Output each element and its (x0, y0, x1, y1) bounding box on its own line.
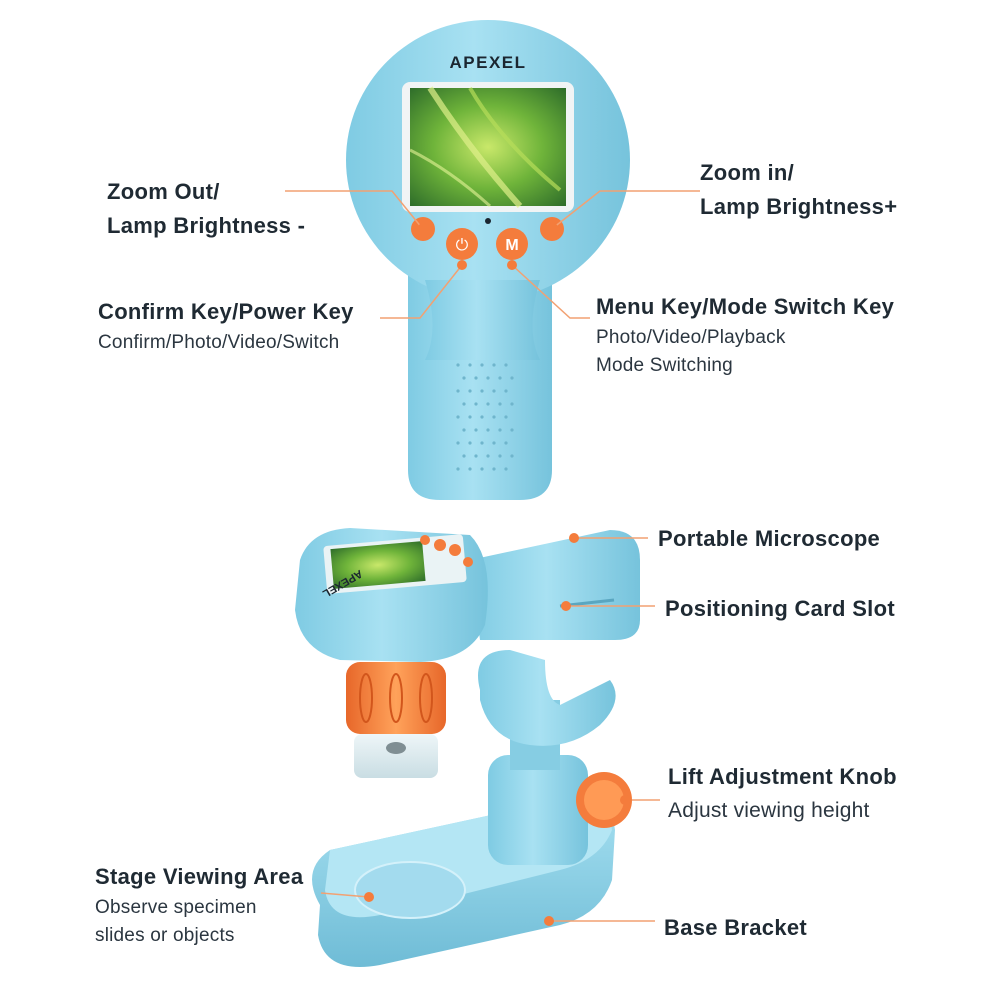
label-menu-key-desc2: Mode Switching (596, 355, 733, 376)
label-stage-area: Stage Viewing Area Observe specimen slid… (95, 860, 303, 950)
speaker-dot (456, 389, 460, 393)
speaker-dot (462, 454, 466, 458)
speaker-dot (468, 441, 472, 445)
speaker-dot (480, 363, 484, 367)
speaker-dot (474, 402, 478, 406)
speaker-dot (504, 415, 508, 419)
stage-viewing-area (354, 861, 466, 919)
power-icon: ⏻ (456, 235, 469, 254)
speaker-dot (504, 467, 508, 471)
speaker-dot (498, 402, 502, 406)
label-zoom-in: Zoom in/ Lamp Brightness+ (700, 156, 897, 224)
speaker-dot (474, 454, 478, 458)
speaker-dot (474, 376, 478, 380)
speaker-dot (510, 428, 514, 432)
label-menu-key-title: Menu Key/Mode Switch Key (596, 294, 895, 319)
label-zoom-out: Zoom Out/ Lamp Brightness - (107, 175, 305, 243)
small-screen-image (330, 541, 426, 589)
label-positioning-slot-title: Positioning Card Slot (665, 596, 895, 621)
speaker-dot (480, 389, 484, 393)
label-portable-microscope-title: Portable Microscope (658, 526, 881, 551)
speaker-dot (480, 467, 484, 471)
power-button[interactable] (446, 228, 478, 260)
label-menu-key-desc1: Photo/Video/Playback (596, 327, 786, 348)
brand-logo: APEXEL (449, 53, 526, 72)
label-zoom-in-line2: Lamp Brightness+ (700, 194, 898, 219)
speaker-dot (474, 428, 478, 432)
speaker-dot (462, 428, 466, 432)
speaker-dot (504, 389, 508, 393)
speaker-dot (504, 441, 508, 445)
speaker-dot (498, 428, 502, 432)
lift-column (488, 755, 588, 865)
callout-lines-top (285, 190, 700, 319)
speaker-dot (492, 467, 496, 471)
label-confirm-key: Confirm Key/Power Key Confirm/Photo/Vide… (98, 295, 354, 357)
label-base-bracket: Base Bracket (664, 911, 807, 945)
menu-icon: M (505, 237, 518, 254)
label-menu-key: Menu Key/Mode Switch Key Photo/Video/Pla… (596, 290, 894, 380)
speaker-dot (456, 415, 460, 419)
speaker-dot (510, 402, 514, 406)
speaker-dot (486, 376, 490, 380)
callout-lines-bottom (320, 537, 660, 922)
label-zoom-out-line2: Lamp Brightness - (107, 213, 306, 238)
portable-microscope-handle (470, 530, 640, 640)
microscope-cradle (478, 650, 616, 746)
label-confirm-key-title: Confirm Key/Power Key (98, 299, 354, 324)
speaker-dot (462, 402, 466, 406)
speaker-dot (456, 467, 460, 471)
speaker-dot (480, 441, 484, 445)
speaker-dot (486, 428, 490, 432)
speaker-grille (456, 363, 514, 471)
label-stage-area-desc2: slides or objects (95, 925, 235, 946)
speaker-dot (462, 376, 466, 380)
speaker-dot (498, 376, 502, 380)
label-stage-area-desc1: Observe specimen (95, 897, 257, 918)
speaker-dot (492, 389, 496, 393)
label-zoom-out-line1: Zoom Out/ (107, 179, 220, 204)
lens-cap (354, 734, 438, 778)
menu-button[interactable] (496, 228, 528, 260)
label-zoom-in-line1: Zoom in/ (700, 160, 795, 185)
speaker-dot (456, 441, 460, 445)
screen-image (410, 88, 566, 206)
label-portable-microscope: Portable Microscope (658, 522, 880, 556)
speaker-dot (468, 363, 472, 367)
label-base-bracket-title: Base Bracket (664, 915, 808, 940)
speaker-dot (504, 363, 508, 367)
speaker-dot (486, 454, 490, 458)
label-lift-knob-title: Lift Adjustment Knob (668, 764, 897, 789)
speaker-dot (456, 363, 460, 367)
microscope-with-stand: APEXEL (295, 528, 640, 967)
label-stage-area-title: Stage Viewing Area (95, 864, 304, 889)
speaker-dot (468, 389, 472, 393)
speaker-dot (486, 402, 490, 406)
label-positioning-slot: Positioning Card Slot (665, 592, 895, 626)
speaker-dot (492, 363, 496, 367)
speaker-dot (492, 441, 496, 445)
label-confirm-key-desc: Confirm/Photo/Video/Switch (98, 332, 340, 353)
speaker-dot (492, 415, 496, 419)
label-lift-knob: Lift Adjustment Knob Adjust viewing heig… (668, 760, 897, 828)
microscope-front-view: APEXEL ⏻ M (346, 20, 630, 500)
speaker-dot (468, 415, 472, 419)
speaker-dot (468, 467, 472, 471)
speaker-dot (498, 454, 502, 458)
speaker-dot (480, 415, 484, 419)
label-lift-knob-desc: Adjust viewing height (668, 799, 870, 822)
speaker-dot (510, 454, 514, 458)
speaker-dot (510, 376, 514, 380)
